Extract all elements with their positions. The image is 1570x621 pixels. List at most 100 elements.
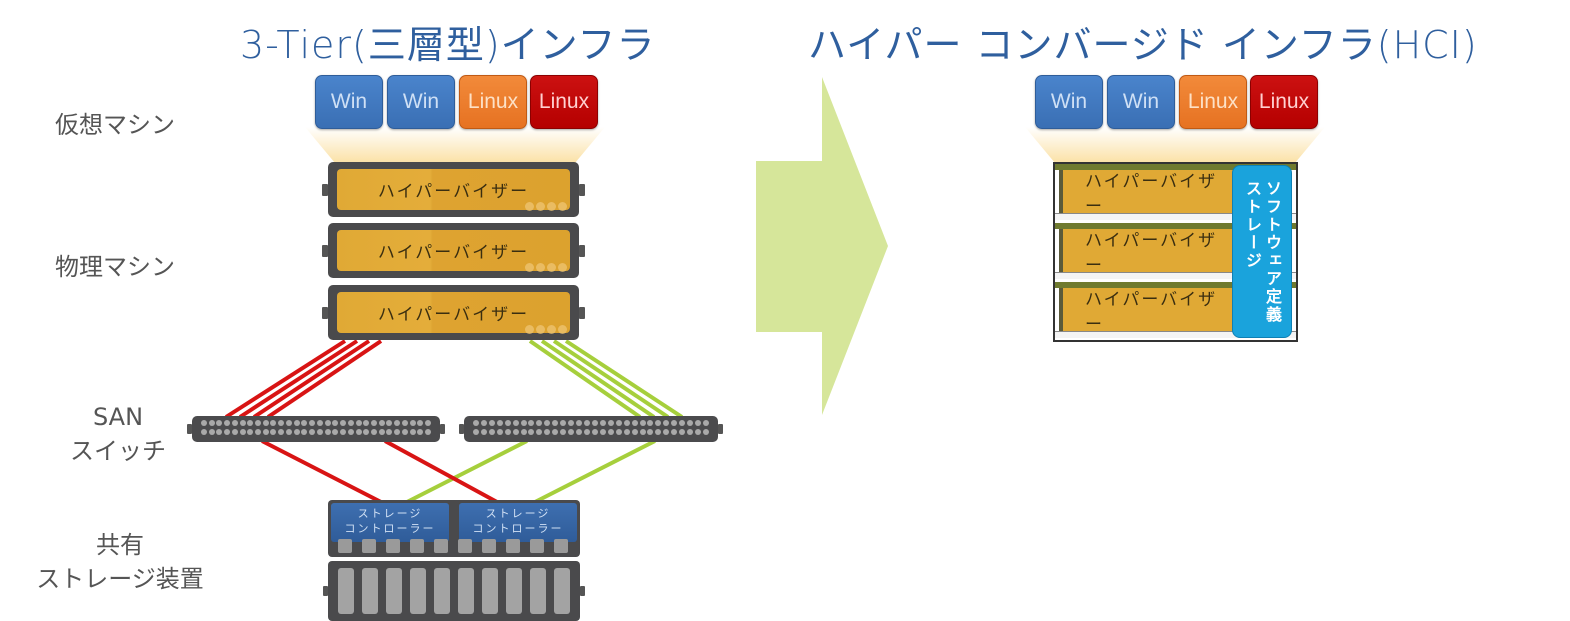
port-icon bbox=[301, 420, 308, 426]
port-icon bbox=[231, 420, 238, 426]
hci-node-3: ハイパーバイザー bbox=[1055, 282, 1296, 338]
port-icon bbox=[363, 420, 370, 426]
port-icon bbox=[703, 429, 710, 435]
label-san-line1: SAN bbox=[92, 403, 144, 431]
hci-node-2: ハイパーバイザー bbox=[1055, 223, 1296, 279]
hypervisor-label: ハイパーバイザー bbox=[1085, 231, 1218, 276]
controller-label-line2: コントローラー bbox=[472, 522, 564, 535]
drive-bay-icon bbox=[338, 568, 354, 614]
port-icon bbox=[631, 429, 638, 435]
port-icon bbox=[560, 429, 567, 435]
cable-green-upper-4 bbox=[564, 339, 684, 419]
port-icon bbox=[378, 420, 385, 426]
port-icon bbox=[417, 429, 424, 435]
vm-win-1: Win bbox=[315, 75, 383, 129]
controller-label-line1: ストレージ bbox=[357, 507, 423, 520]
drive-slot-icon bbox=[410, 539, 424, 553]
vm-linux-1: Linux bbox=[459, 75, 527, 129]
port-icon bbox=[544, 420, 551, 426]
port-icon bbox=[355, 429, 362, 435]
label-virtual-machine: 仮想マシン bbox=[55, 111, 175, 139]
port-icon bbox=[401, 429, 408, 435]
green-cables-upper bbox=[528, 339, 684, 419]
port-icon bbox=[239, 429, 246, 435]
port-icon bbox=[401, 420, 408, 426]
storage-controller-shelf: ストレージ コントローラー ストレージ コントローラー bbox=[328, 500, 580, 557]
label-san-switch: SAN スイッチ bbox=[58, 400, 178, 468]
port-icon bbox=[584, 420, 591, 426]
port-icon bbox=[355, 420, 362, 426]
port-icon bbox=[544, 429, 551, 435]
port-icon bbox=[631, 420, 638, 426]
port-icon bbox=[488, 420, 495, 426]
hci-vm-win-1: Win bbox=[1035, 75, 1103, 129]
port-icon bbox=[386, 429, 393, 435]
label-physical-machine: 物理マシン bbox=[55, 253, 175, 281]
port-icon bbox=[591, 420, 598, 426]
rack-ear-icon bbox=[579, 244, 585, 257]
port-icon bbox=[520, 429, 527, 435]
drive-bay-icon bbox=[386, 568, 402, 614]
port-icon bbox=[316, 429, 323, 435]
physical-server-2: ハイパーバイザー bbox=[322, 223, 585, 278]
drive-bay-icon bbox=[410, 568, 426, 614]
port-icon bbox=[607, 420, 614, 426]
hypervisor-label: ハイパーバイザー bbox=[1085, 172, 1218, 217]
rack-ear-icon bbox=[322, 306, 328, 319]
port-icon bbox=[560, 420, 567, 426]
hci-title: ハイパー コンバージド インフラ(HCI) bbox=[808, 23, 1478, 67]
port-icon bbox=[512, 420, 519, 426]
port-icon bbox=[309, 429, 316, 435]
port-icon bbox=[394, 420, 401, 426]
hypervisor-label: ハイパーバイザー bbox=[377, 243, 530, 263]
port-icon bbox=[536, 429, 543, 435]
port-icon bbox=[663, 420, 670, 426]
port-icon bbox=[293, 420, 300, 426]
hci-vm-linux-2: Linux bbox=[1250, 75, 1318, 129]
port-icon bbox=[568, 420, 575, 426]
drive-bay-icon bbox=[362, 568, 378, 614]
port-icon bbox=[363, 429, 370, 435]
port-icon bbox=[647, 429, 654, 435]
sds-line1: ソフトウェア定義 bbox=[1263, 179, 1282, 324]
cable-red-upper-4 bbox=[266, 339, 383, 419]
led-indicators-icon bbox=[525, 325, 567, 334]
port-icon bbox=[208, 429, 215, 435]
port-icon bbox=[679, 429, 686, 435]
port-icon bbox=[208, 420, 215, 426]
port-icon bbox=[671, 420, 678, 426]
port-icon bbox=[576, 420, 583, 426]
port-icon bbox=[472, 420, 479, 426]
port-icon bbox=[278, 429, 285, 435]
port-icon bbox=[340, 429, 347, 435]
sds-label: ソフトウェア定義 ストレージ bbox=[1242, 180, 1282, 324]
cable-green-upper-3 bbox=[552, 339, 670, 419]
drive-slot-icon bbox=[362, 539, 376, 553]
rack-ear-icon bbox=[323, 586, 328, 596]
port-icon bbox=[370, 420, 377, 426]
port-icon bbox=[615, 429, 622, 435]
drive-slot-icon bbox=[434, 539, 448, 553]
cable-red-lower-1 bbox=[261, 439, 382, 504]
port-icon bbox=[496, 420, 503, 426]
rack-ear-icon bbox=[579, 306, 585, 319]
port-icon bbox=[639, 429, 646, 435]
vm-glow bbox=[1025, 127, 1325, 163]
port-icon bbox=[239, 420, 246, 426]
port-icon bbox=[488, 429, 495, 435]
port-icon bbox=[512, 429, 519, 435]
port-icon bbox=[504, 429, 511, 435]
hci-vm-linux-1: Linux bbox=[1179, 75, 1247, 129]
port-icon bbox=[568, 429, 575, 435]
port-icon bbox=[417, 420, 424, 426]
drive-slot-icon bbox=[530, 539, 544, 553]
port-icon bbox=[647, 420, 654, 426]
drive-bay-icon bbox=[554, 568, 570, 614]
port-icon bbox=[520, 420, 527, 426]
cable-green-lower-1 bbox=[406, 439, 528, 504]
vm-linux-2: Linux bbox=[530, 75, 598, 129]
hypervisor-label: ハイパーバイザー bbox=[377, 182, 530, 202]
port-icon bbox=[528, 420, 535, 426]
hypervisor-label: ハイパーバイザー bbox=[1085, 290, 1218, 335]
port-icon bbox=[425, 429, 432, 435]
